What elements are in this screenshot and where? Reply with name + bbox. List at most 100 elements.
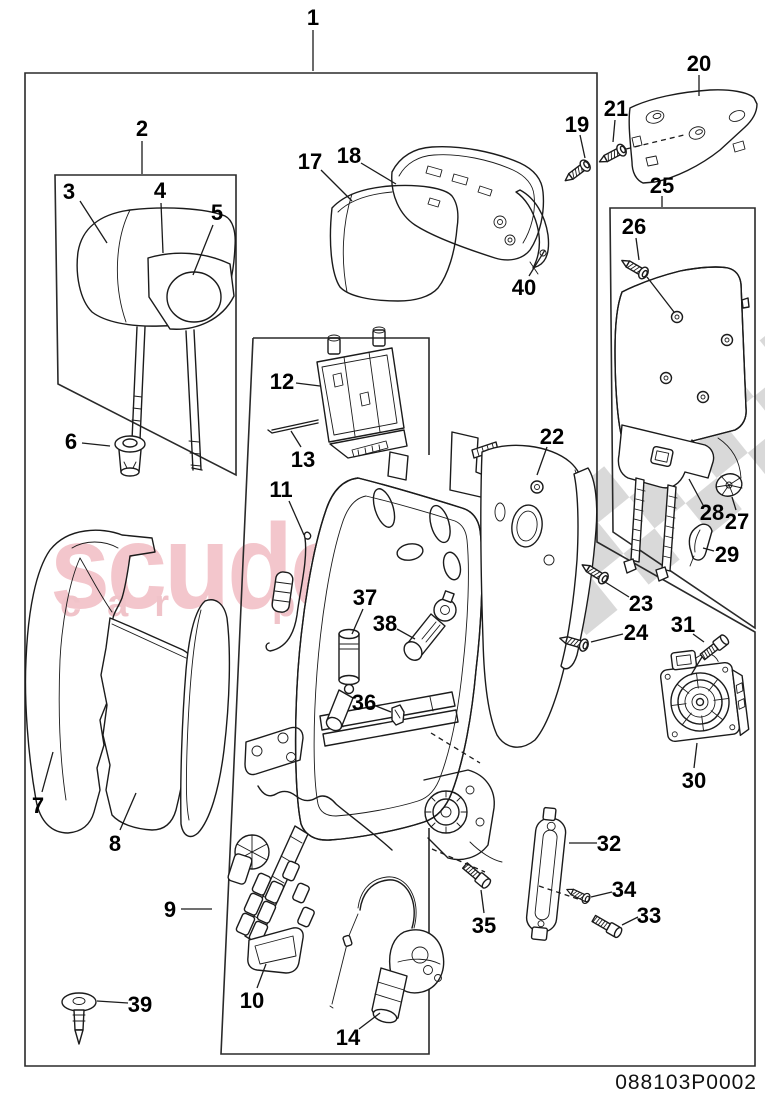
leader-line-8 bbox=[119, 792, 137, 831]
leader-line-24 bbox=[590, 633, 624, 643]
leader-line-26 bbox=[635, 237, 640, 261]
lumbar-box-border bbox=[609, 207, 756, 630]
leader-line-3 bbox=[79, 200, 108, 244]
callout-label-33: 33 bbox=[637, 903, 661, 928]
callout-label-1: 1 bbox=[307, 5, 319, 30]
part-blower-fan bbox=[659, 649, 750, 743]
leader-line-29 bbox=[702, 547, 715, 552]
callout-label-29: 29 bbox=[715, 542, 739, 567]
callout-label-28: 28 bbox=[700, 500, 724, 525]
callout-label-37: 37 bbox=[353, 585, 377, 610]
leader-line-35 bbox=[480, 889, 485, 914]
leader-line-21 bbox=[625, 134, 685, 150]
callout-label-13: 13 bbox=[291, 447, 315, 472]
leader-line-12 bbox=[295, 382, 321, 387]
callout-label-7: 7 bbox=[32, 793, 44, 818]
part-cable-pump bbox=[329, 876, 445, 1024]
callout-label-5: 5 bbox=[211, 200, 223, 225]
leader-line-21 bbox=[612, 119, 616, 143]
leader-line-37 bbox=[351, 608, 364, 635]
leader-line-17 bbox=[320, 169, 353, 202]
leader-line-18 bbox=[360, 162, 397, 185]
screw-26 bbox=[618, 254, 651, 282]
leader-line-6 bbox=[81, 442, 111, 447]
bolt-35 bbox=[460, 860, 493, 891]
callout-label-30: 30 bbox=[682, 768, 706, 793]
leader-line-39 bbox=[96, 1000, 129, 1004]
leader-line-33 bbox=[621, 916, 639, 926]
leader-line-28 bbox=[688, 478, 704, 506]
callout-label-11: 11 bbox=[269, 477, 292, 502]
leader-line-23 bbox=[604, 581, 630, 598]
leader-line-22 bbox=[536, 446, 548, 476]
leader-line-7 bbox=[41, 751, 54, 793]
callout-label-26: 26 bbox=[622, 214, 646, 239]
leader-line-5 bbox=[192, 224, 214, 276]
part-height-actuator bbox=[325, 628, 360, 732]
part-cushion bbox=[24, 529, 156, 834]
leader-line-30 bbox=[693, 742, 698, 769]
assembly-dashed-lines bbox=[430, 732, 588, 903]
part-top-trim-panel bbox=[628, 89, 758, 184]
callout-label-23: 23 bbox=[629, 591, 653, 616]
part-headrest-assembly bbox=[76, 207, 236, 471]
part-push-pin bbox=[61, 992, 97, 1045]
callout-label-27: 27 bbox=[725, 509, 749, 534]
callout-label-25: 25 bbox=[650, 173, 674, 198]
leader-line-14 bbox=[358, 1012, 381, 1030]
callout-label-40: 40 bbox=[512, 275, 536, 300]
callout-label-8: 8 bbox=[109, 831, 121, 856]
callout-label-22: 22 bbox=[540, 424, 564, 449]
callout-label-35: 35 bbox=[472, 913, 496, 938]
bolt-33 bbox=[590, 913, 624, 940]
part-ecu-bracket bbox=[316, 326, 408, 459]
leader-line-13 bbox=[290, 430, 302, 448]
callout-label-39: 39 bbox=[128, 992, 152, 1017]
diagram-part-code: 088103P0002 bbox=[615, 1071, 757, 1094]
bolt-31 bbox=[698, 632, 731, 662]
callout-label-24: 24 bbox=[624, 620, 649, 645]
callout-label-19: 19 bbox=[565, 112, 589, 137]
callout-label-18: 18 bbox=[337, 143, 361, 168]
callout-label-17: 17 bbox=[298, 149, 322, 174]
part-lumbar-bracket bbox=[617, 424, 742, 582]
leader-line-27 bbox=[731, 496, 737, 511]
part-cable-clip bbox=[391, 704, 405, 726]
leader-line-11 bbox=[288, 500, 305, 536]
leader-line-34 bbox=[590, 891, 613, 898]
watermark-car: car bbox=[60, 583, 195, 625]
screw-19 bbox=[560, 157, 593, 187]
screw-21 bbox=[595, 141, 629, 169]
headrest-box-border bbox=[54, 174, 237, 477]
region-boxes bbox=[24, 72, 756, 1067]
leader-line-4 bbox=[160, 202, 164, 254]
callout-label-2: 2 bbox=[136, 116, 148, 141]
callout-label-3: 3 bbox=[63, 179, 75, 204]
part-recline-motor bbox=[403, 590, 457, 661]
leader-line-26 bbox=[646, 276, 675, 313]
screw-34 bbox=[564, 884, 593, 906]
main-frame-border bbox=[24, 72, 756, 1067]
part-hand-wheel bbox=[715, 473, 743, 497]
leader-line-10 bbox=[256, 963, 267, 989]
leader-line-31 bbox=[692, 633, 705, 643]
part-lumbar-wire bbox=[265, 531, 312, 652]
callout-label-31: 31 bbox=[671, 612, 695, 637]
callout-label-34: 34 bbox=[612, 877, 637, 902]
part-cushion-pad bbox=[100, 599, 231, 838]
callout-label-38: 38 bbox=[373, 611, 397, 636]
callout-label-10: 10 bbox=[240, 988, 264, 1013]
part-backrest-frame bbox=[244, 431, 503, 863]
part-retaining-pin bbox=[267, 419, 319, 434]
callout-label-20: 20 bbox=[687, 51, 711, 76]
part-corner-clip bbox=[688, 523, 713, 567]
leader-line-38 bbox=[396, 628, 416, 640]
callout-label-4: 4 bbox=[154, 178, 167, 203]
callout-label-6: 6 bbox=[65, 429, 77, 454]
part-side-panel bbox=[480, 444, 598, 748]
leader-line-36 bbox=[375, 705, 392, 713]
part-headrest-guide-bushing bbox=[114, 435, 146, 477]
callout-label-32: 32 bbox=[597, 831, 621, 856]
